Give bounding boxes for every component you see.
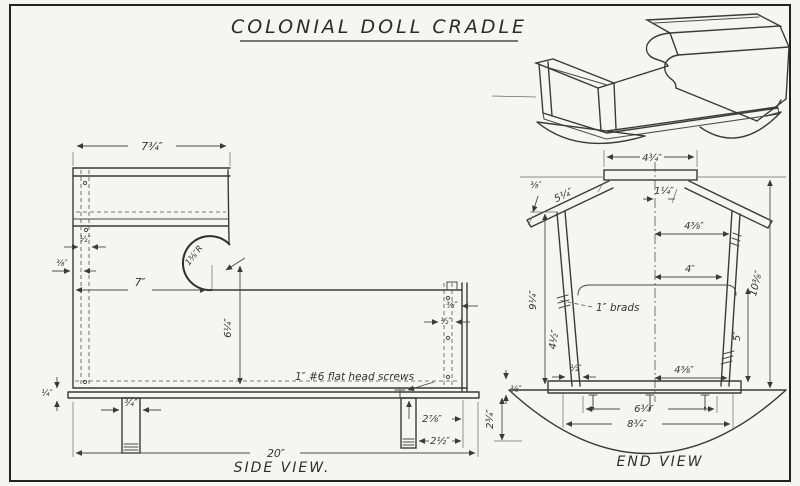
dim-base-inner: 6¾″ [634,404,654,415]
dim-left-height: 9¼″ [527,290,539,310]
end-view: 4¾″ 1¼″ 5¼″ ⅜″ 4⅜″ 4″ 9¼″ 4½″ 1″ brads 5… [485,150,787,470]
dim-leg-rear: 2⅞″ [422,414,442,425]
side-view-dimensions: 7¾″ ½″ ⅜″ 7″ 1⅜″R 6¼″ ⅜″ ½″ 1″ #6 flat h… [41,140,479,460]
bed-panel [577,284,737,296]
scroll-arc [182,235,231,292]
dim-scroll-radius: 1⅜″R [183,244,205,268]
dim-rocker-height: 2¾″ [485,409,496,429]
left-side-board [556,210,581,387]
dim-board-half: ½″ [79,235,91,245]
drawing-border [9,4,791,482]
dim-base-thickness: ⅜″ [510,385,522,395]
dim-roof-thickness: ⅜″ [530,181,542,191]
left-rocker [536,121,646,145]
brad-note: 1″ brads [596,302,640,314]
dim-right-height: 5″ [732,331,743,341]
dim-board-eighth: ⅜″ [56,259,68,269]
hood-right-edge [227,169,230,244]
base-board [67,391,480,399]
dim-cap-width: 4¾″ [642,153,662,164]
dim-side-length: 4½″ [547,329,562,351]
screw-note: 1″ #6 flat head screws [295,371,415,383]
dim-center-offset: 1¼″ [654,185,674,197]
dim-right-half: ½″ [440,317,452,327]
dim-base-outer: 8¾″ [627,419,647,430]
front-leg [400,397,417,449]
screw-symbol [394,389,406,398]
dim-right-eighth: ⅜″ [446,301,458,311]
perspective-view [491,13,790,145]
dim-total-height: 10⅜″ [748,269,765,297]
dim-hood-depth: 7″ [134,276,146,289]
brad-nails [588,394,710,412]
dim-side-half: ½″ [570,364,582,374]
side-view-label: SIDE VIEW. [234,460,331,476]
dim-leg-front: 2½″ [430,435,450,447]
dim-upper-width: 4⅜″ [684,221,704,232]
dim-side-height: 6¼″ [222,318,234,338]
right-edge [461,282,468,392]
dim-base-quarter: ¼″ [41,389,53,399]
dim-top-width: 7¾″ [141,140,164,153]
page-title: COLONIAL DOLL CRADLE [231,16,527,38]
dim-mid-width: 4″ [685,264,695,275]
hood-scroll-front [645,32,671,67]
dim-bottom-width: 4⅜″ [674,365,694,376]
right-side-board [720,210,741,387]
end-view-label: END VIEW [617,454,704,470]
cap-board [603,169,698,181]
title-block: COLONIAL DOLL CRADLE [231,16,527,42]
side-view: 7¾″ ½″ ⅜″ 7″ 1⅜″R 6¼″ ⅜″ ½″ 1″ #6 flat h… [41,140,480,476]
end-base-board [547,380,742,394]
end-rocker [508,389,787,455]
dim-length: 20″ [267,447,286,460]
right-rocker [699,111,782,139]
dim-leg-width: ¾″ [124,398,138,409]
hood-scroll-inner [663,54,679,89]
hood-top [72,167,231,177]
